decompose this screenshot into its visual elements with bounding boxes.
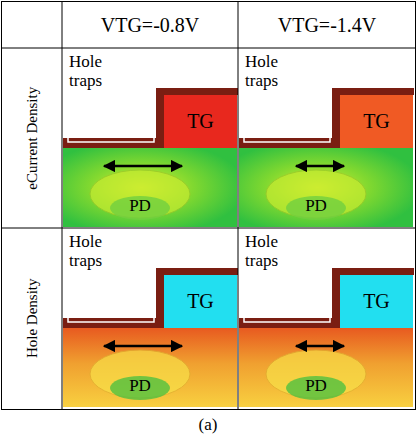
- pd-region: [90, 350, 190, 398]
- gate-oxide: [239, 268, 414, 328]
- transfer-gate: TG: [340, 95, 413, 148]
- hole-trap-bracket: [244, 314, 330, 322]
- pd-core: [110, 196, 170, 220]
- simulation-cell: [63, 88, 238, 227]
- gate-label: TG: [187, 290, 214, 313]
- gate-oxide: [239, 88, 414, 148]
- pd-core: [286, 376, 346, 400]
- region-label: Hole traps: [69, 233, 125, 270]
- row-header: Hole Density: [24, 278, 41, 358]
- gate-label: TG: [187, 110, 214, 133]
- pd-core: [286, 196, 346, 220]
- substrate: [239, 328, 413, 407]
- gate-oxide: [63, 268, 238, 328]
- pd-region: [266, 170, 366, 218]
- substrate: [239, 148, 413, 227]
- width-arrow: [104, 165, 182, 168]
- simulation-cell: [239, 88, 414, 227]
- gate-label: TG: [363, 110, 390, 133]
- gate-label: TG: [363, 290, 390, 313]
- column-header: VTG=-1.4V: [278, 14, 377, 36]
- region-label: PD: [305, 377, 327, 396]
- pd-region: [266, 350, 366, 398]
- simulation-cell: [63, 268, 238, 407]
- region-label: PD: [129, 377, 151, 396]
- simulation-cell: [239, 268, 414, 407]
- width-arrow: [296, 165, 344, 168]
- region-label: Hole traps: [245, 53, 301, 90]
- row-header: eCurrent Density: [24, 87, 41, 190]
- table-grid: [2, 2, 416, 410]
- hole-trap-bracket: [68, 134, 154, 142]
- region-label: PD: [305, 197, 327, 216]
- width-arrow: [104, 345, 182, 348]
- transfer-gate: TG: [164, 95, 237, 148]
- hole-trap-bracket: [244, 134, 330, 142]
- width-arrow: [296, 345, 344, 348]
- gate-oxide: [63, 88, 238, 148]
- column-header: VTG=-0.8V: [101, 14, 200, 36]
- figure-caption: (a): [199, 416, 218, 435]
- hole-trap-bracket: [68, 314, 154, 322]
- transfer-gate: TG: [340, 275, 413, 328]
- region-label: PD: [129, 197, 151, 216]
- transfer-gate: TG: [164, 275, 237, 328]
- pd-core: [110, 376, 170, 400]
- region-label: Hole traps: [69, 53, 125, 90]
- pd-region: [90, 170, 190, 218]
- substrate: [63, 148, 237, 227]
- region-label: Hole traps: [245, 233, 301, 270]
- substrate: [63, 328, 237, 407]
